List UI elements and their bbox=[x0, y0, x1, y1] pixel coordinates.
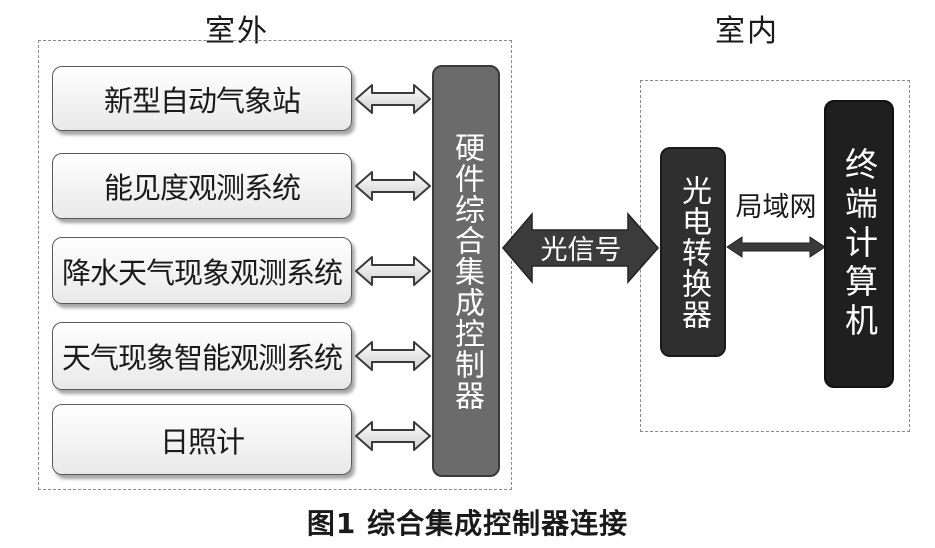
optical-signal-arrow bbox=[502, 211, 660, 285]
double-arrow-5 bbox=[355, 421, 431, 451]
system-box-precipitation: 降水天气现象观测系统 bbox=[52, 237, 352, 304]
system-box-weather-station: 新型自动气象站 bbox=[52, 66, 352, 131]
double-arrow-4 bbox=[355, 341, 431, 371]
system-box-smart-observation: 天气现象智能观测系统 bbox=[52, 322, 352, 390]
indoor-label: 室内 bbox=[715, 14, 779, 49]
optical-signal-label: 光信号 bbox=[541, 235, 622, 266]
converter-label: 光电转换器 bbox=[676, 174, 711, 330]
double-arrow-1 bbox=[355, 84, 431, 114]
double-arrow-2 bbox=[355, 171, 431, 201]
outdoor-region bbox=[38, 40, 512, 490]
system-box-sunshine-recorder: 日照计 bbox=[52, 404, 352, 475]
lan-label: 局域网 bbox=[736, 192, 817, 223]
integrated-controller: 硬件综合集成控制器 bbox=[432, 65, 500, 477]
figure-caption: 图1 综合集成控制器连接 bbox=[306, 507, 629, 540]
system-box-visibility: 能见度观测系统 bbox=[52, 153, 352, 219]
terminal-label: 终端计算机 bbox=[839, 146, 879, 342]
outdoor-label: 室外 bbox=[205, 14, 269, 49]
lan-arrow bbox=[726, 236, 826, 258]
photoelectric-converter: 光电转换器 bbox=[660, 147, 726, 357]
terminal-computer: 终端计算机 bbox=[824, 100, 894, 388]
double-arrow-3 bbox=[355, 256, 431, 286]
controller-label: 硬件综合集成控制器 bbox=[449, 131, 484, 411]
